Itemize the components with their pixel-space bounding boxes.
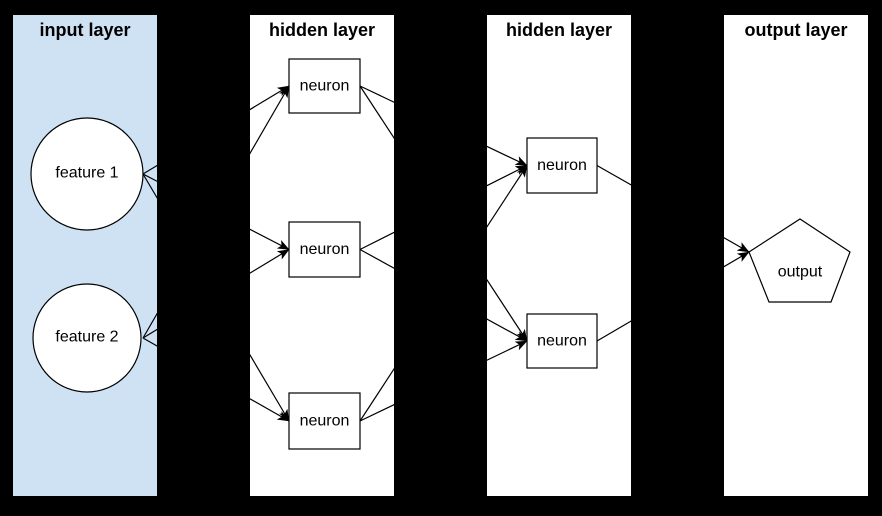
edge-h2n2-output <box>596 251 750 342</box>
edge-h1n2-h2n1 <box>359 164 528 251</box>
connection-edges <box>142 85 750 422</box>
node-hidden2-neuron-1: neuron <box>526 137 598 194</box>
node-hidden1-neuron-2: neuron <box>288 221 361 278</box>
hidden1-neuron-1-rect <box>288 58 361 114</box>
layer-panel-input: input layer <box>13 15 157 496</box>
edge-h1n3-h2n2 <box>359 340 528 422</box>
node-hidden2-neuron-2: neuron <box>526 313 598 369</box>
output-label: output <box>778 264 823 281</box>
output-pentagon <box>748 218 851 303</box>
feature-1-circle <box>30 117 144 231</box>
edge-feature2-h1n3 <box>142 337 290 422</box>
edge-feature2-h1n2 <box>142 248 290 339</box>
hidden2-neuron-2-label: neuron <box>537 333 587 350</box>
hidden2-neuron-1-rect <box>526 137 598 194</box>
edge-h2n1-output <box>596 164 750 253</box>
edge-feature1-h1n3 <box>142 173 290 422</box>
node-feature-2: feature 2 <box>32 283 142 393</box>
input-layer-panel-rect <box>13 15 157 496</box>
hidden-layer-2-title: hidden layer <box>506 20 612 40</box>
node-output: output <box>748 218 851 303</box>
hidden2-neuron-2-rect <box>526 313 598 369</box>
hidden1-neuron-3-label: neuron <box>300 413 350 430</box>
edge-feature2-h1n1 <box>142 85 290 339</box>
input-layer-title: input layer <box>39 20 130 40</box>
hidden1-neuron-2-label: neuron <box>300 241 350 258</box>
hidden-layer-2-panel-rect <box>487 15 631 496</box>
feature-1-label: feature 1 <box>55 165 118 182</box>
layer-panel-hidden-2: hidden layer <box>487 15 631 496</box>
hidden1-neuron-2-rect <box>288 221 361 278</box>
edge-h1n1-h2n1 <box>359 85 528 167</box>
feature-2-label: feature 2 <box>55 329 118 346</box>
hidden-layer-1-title: hidden layer <box>269 20 375 40</box>
edge-feature1-h1n1 <box>142 85 290 175</box>
edge-h1n2-h2n2 <box>359 248 528 342</box>
hidden2-neuron-1-label: neuron <box>537 157 587 174</box>
node-feature-1: feature 1 <box>30 117 144 231</box>
output-layer-title: output layer <box>744 20 847 40</box>
hidden1-neuron-3-rect <box>288 392 361 450</box>
node-hidden1-neuron-3: neuron <box>288 392 361 450</box>
edge-h1n3-h2n1 <box>359 164 528 422</box>
feature-2-circle <box>32 283 142 393</box>
node-hidden1-neuron-1: neuron <box>288 58 361 114</box>
edge-h1n1-h2n2 <box>359 85 528 342</box>
hidden1-neuron-1-label: neuron <box>300 78 350 95</box>
